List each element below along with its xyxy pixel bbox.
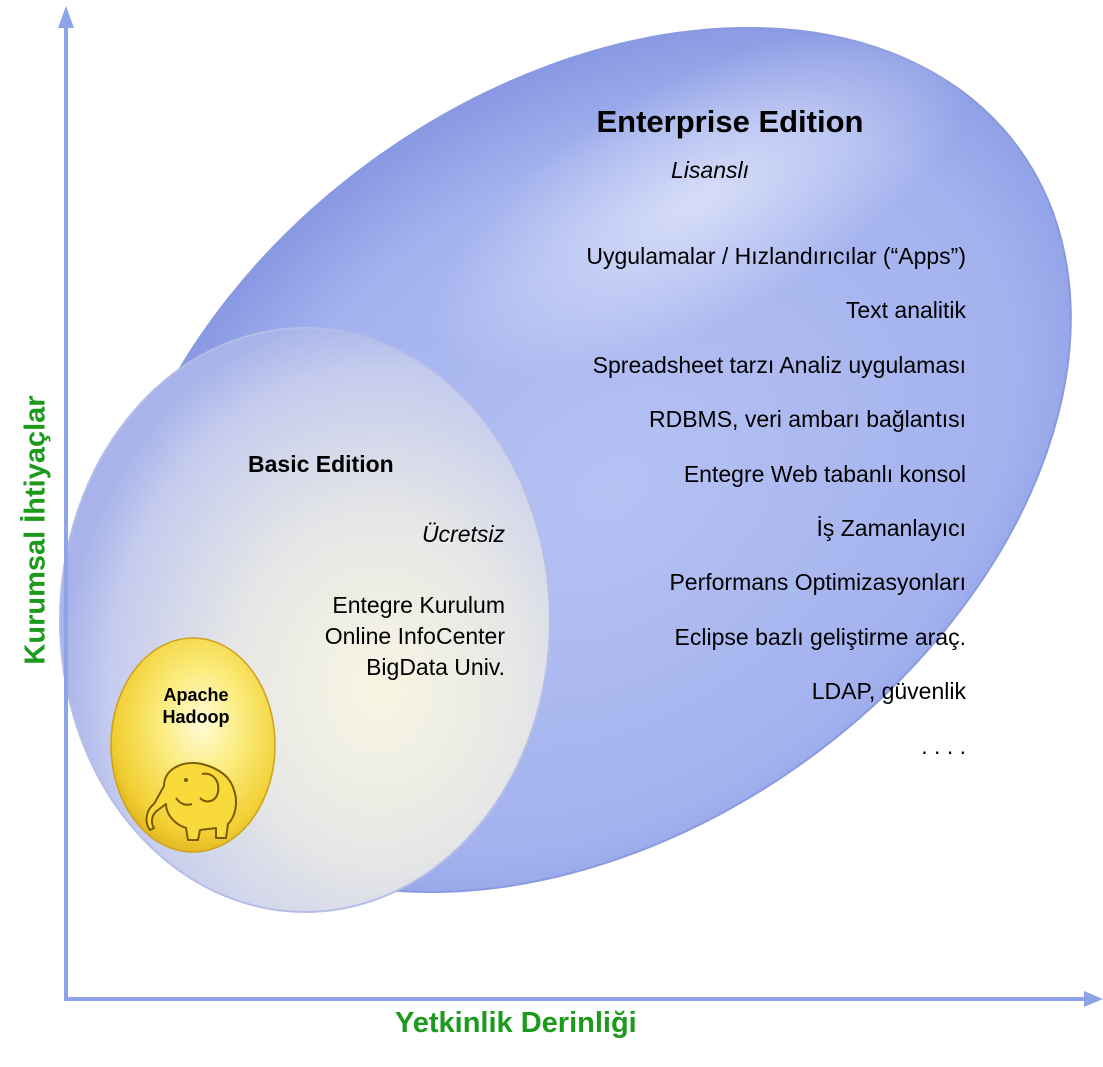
- y-axis-label: Kurumsal İhtiyaçlar: [19, 395, 52, 665]
- basic-feature-list: Entegre Kurulum Online InfoCenter BigDat…: [325, 590, 505, 683]
- hadoop-label: Apache Hadoop: [126, 684, 266, 728]
- basic-feature: Entegre Kurulum: [332, 592, 505, 618]
- hadoop-label-line2: Hadoop: [162, 707, 230, 727]
- enterprise-feature: İş Zamanlayıcı: [816, 514, 966, 541]
- x-axis-arrow: [1084, 991, 1103, 1007]
- y-axis-arrow: [58, 6, 74, 28]
- enterprise-feature: Entegre Web tabanlı konsol: [683, 460, 966, 487]
- enterprise-feature: Spreadsheet tarzı Analiz uygulaması: [592, 351, 966, 378]
- enterprise-feature: LDAP, güvenlik: [811, 678, 966, 705]
- axes: [58, 6, 1103, 1007]
- enterprise-feature: RDBMS, veri ambarı bağlantısı: [648, 406, 966, 433]
- enterprise-feature: Uygulamalar / Hızlandırıcılar (“Apps”): [586, 243, 966, 269]
- enterprise-subtitle: Lisanslı: [671, 157, 749, 183]
- basic-subtitle: Ücretsiz: [421, 521, 505, 547]
- enterprise-highlight: [429, 23, 971, 377]
- enterprise-feature-list: Uygulamalar / Hızlandırıcılar (“Apps”) T…: [586, 229, 966, 773]
- x-axis-label: Yetkinlik Derinliği: [395, 1007, 637, 1039]
- enterprise-feature: Text analitik: [845, 297, 966, 324]
- enterprise-title: Enterprise Edition: [596, 104, 864, 139]
- basic-feature: BigData Univ.: [366, 654, 505, 680]
- hadoop-label-line1: Apache: [163, 685, 229, 705]
- enterprise-feature: Eclipse bazlı geliştirme araç.: [674, 623, 966, 650]
- basic-feature: Online InfoCenter: [324, 623, 505, 649]
- enterprise-feature: Performans Optimizasyonları: [669, 569, 966, 596]
- enterprise-feature: . . . .: [921, 732, 966, 759]
- basic-title: Basic Edition: [248, 451, 394, 477]
- elephant-icon: [145, 762, 237, 841]
